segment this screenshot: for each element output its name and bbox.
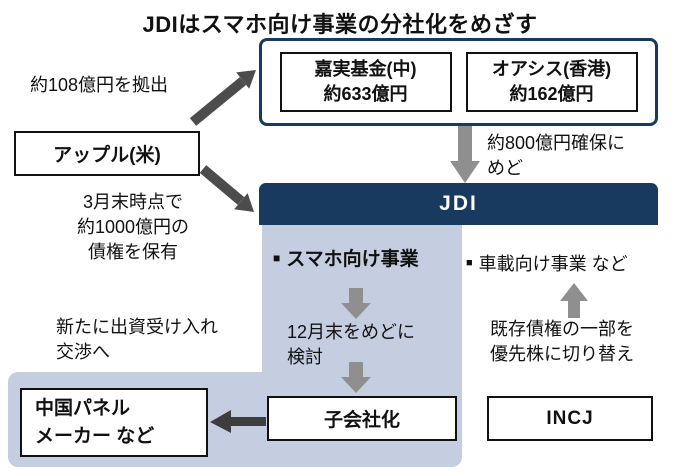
apple-box: アップル(米) [14, 131, 200, 176]
fund-amount: 約633億円 [323, 84, 408, 104]
fund-name: オアシス(香港) [491, 58, 612, 79]
china-panel-maker-box: 中国パネル メーカー など [20, 388, 208, 457]
smartphone-business-label: スマホ向け事業 [286, 249, 419, 270]
diagram-title: JDIはスマホ向け事業の分社化をめざす [142, 12, 538, 37]
fund-box-kashi: 嘉実基金(中) 約633億円 [279, 52, 452, 112]
square-bullet-icon: ■ [466, 256, 473, 269]
note-preferred-stock: 既存債権の一部を 優先株に切り替え [490, 319, 634, 364]
arrow-apple-to-jdi-icon [199, 165, 254, 212]
note-december-deadline: 12月末をめどに 検討 [287, 322, 416, 367]
arrow-apple-to-investors-icon [189, 70, 256, 126]
arrow-investors-to-jdi-icon [450, 126, 480, 183]
square-bullet-icon: ■ [273, 250, 281, 265]
jdi-automotive-business: ■ 車載向け事業 など [466, 250, 628, 276]
fund-name: 嘉実基金(中) [314, 58, 417, 79]
note-secured-funds: 約800億円確保に めど [487, 133, 626, 178]
jdi-smartphone-business: ■ スマホ向け事業 [273, 244, 419, 271]
jdi-header: JDI [259, 183, 658, 225]
investor-group-box: 嘉実基金(中) 約633億円 オアシス(香港) 約162億円 [259, 38, 658, 126]
arrow-incj-to-automotive-icon [560, 283, 588, 318]
fund-amount: 約162億円 [509, 84, 594, 104]
note-new-investment: 新たに出資受け入れ 交渉へ [56, 317, 218, 362]
incj-box: INCJ [487, 396, 653, 441]
note-apple-contribution: 約108億円を拠出 [30, 75, 169, 95]
fund-box-oasis: オアシス(香港) 約162億円 [465, 52, 638, 112]
subsidiary-box: 子会社化 [267, 396, 457, 441]
note-apple-debt: 3月末時点で 約1000億円の 債権を保有 [76, 192, 190, 262]
automotive-business-label: 車載向け事業 など [478, 254, 628, 274]
